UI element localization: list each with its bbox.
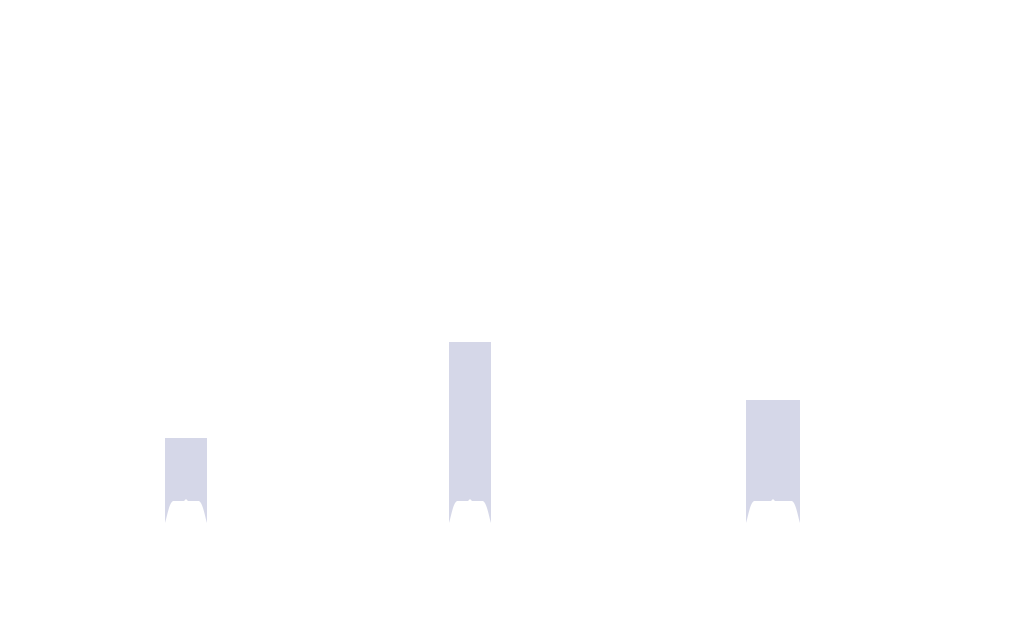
bar-1 <box>165 438 207 523</box>
bars-group <box>165 342 800 523</box>
bar-2 <box>449 342 491 523</box>
bar-3 <box>746 400 800 523</box>
